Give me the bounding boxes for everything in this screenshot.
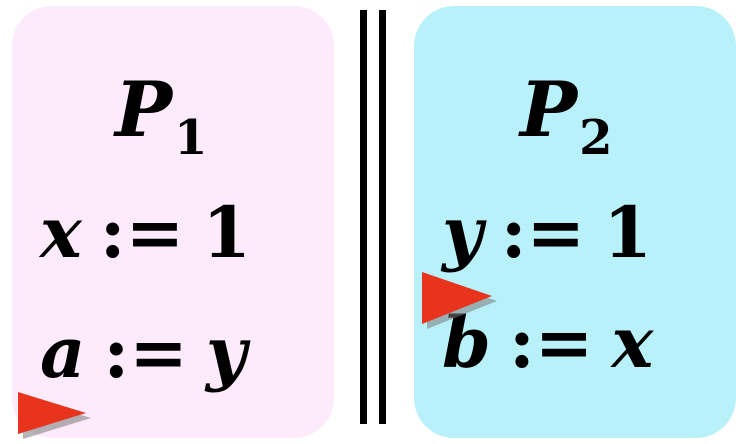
p2-statement-2-assign-op: := [508, 301, 594, 384]
p2-statement-2: b:=x [442, 308, 653, 378]
process-p2-title: P2 [520, 72, 613, 163]
process-p2-box [414, 6, 736, 438]
p1-statement-2-lhs: a [40, 311, 86, 394]
p1-statement-2: a:=y [40, 318, 247, 388]
p2-statement-1-rhs: 1 [603, 191, 652, 274]
p2-statement-2-rhs: x [611, 301, 654, 384]
p1-statement-1: x:=1 [40, 198, 251, 268]
process-p1-title: P1 [115, 72, 208, 163]
p1-statement-1-rhs: 1 [202, 191, 251, 274]
p1-statement-2-rhs: y [205, 311, 247, 394]
process-p1-box [12, 6, 334, 438]
p1-statement-1-lhs: x [40, 191, 82, 274]
p1-program-counter-play-triangle-icon [18, 392, 91, 439]
p1-statement-1-assign-op: := [99, 191, 185, 274]
process-p1-title-subscript: 1 [174, 110, 208, 166]
p2-statement-1: y:=1 [442, 198, 652, 268]
process-p2-title-main: P [520, 65, 578, 154]
p1-statement-2-assign-op: := [103, 311, 188, 394]
p2-program-counter-play-triangle-icon [422, 272, 497, 329]
process-p1-title-main: P [115, 65, 173, 154]
parallel-operator-bar-left [360, 10, 367, 424]
p2-statement-1-assign-op: := [500, 191, 586, 274]
parallel-operator-bar-right [379, 10, 386, 424]
p2-statement-1-lhs: y [442, 191, 483, 274]
process-p2-title-subscript: 2 [579, 110, 613, 166]
